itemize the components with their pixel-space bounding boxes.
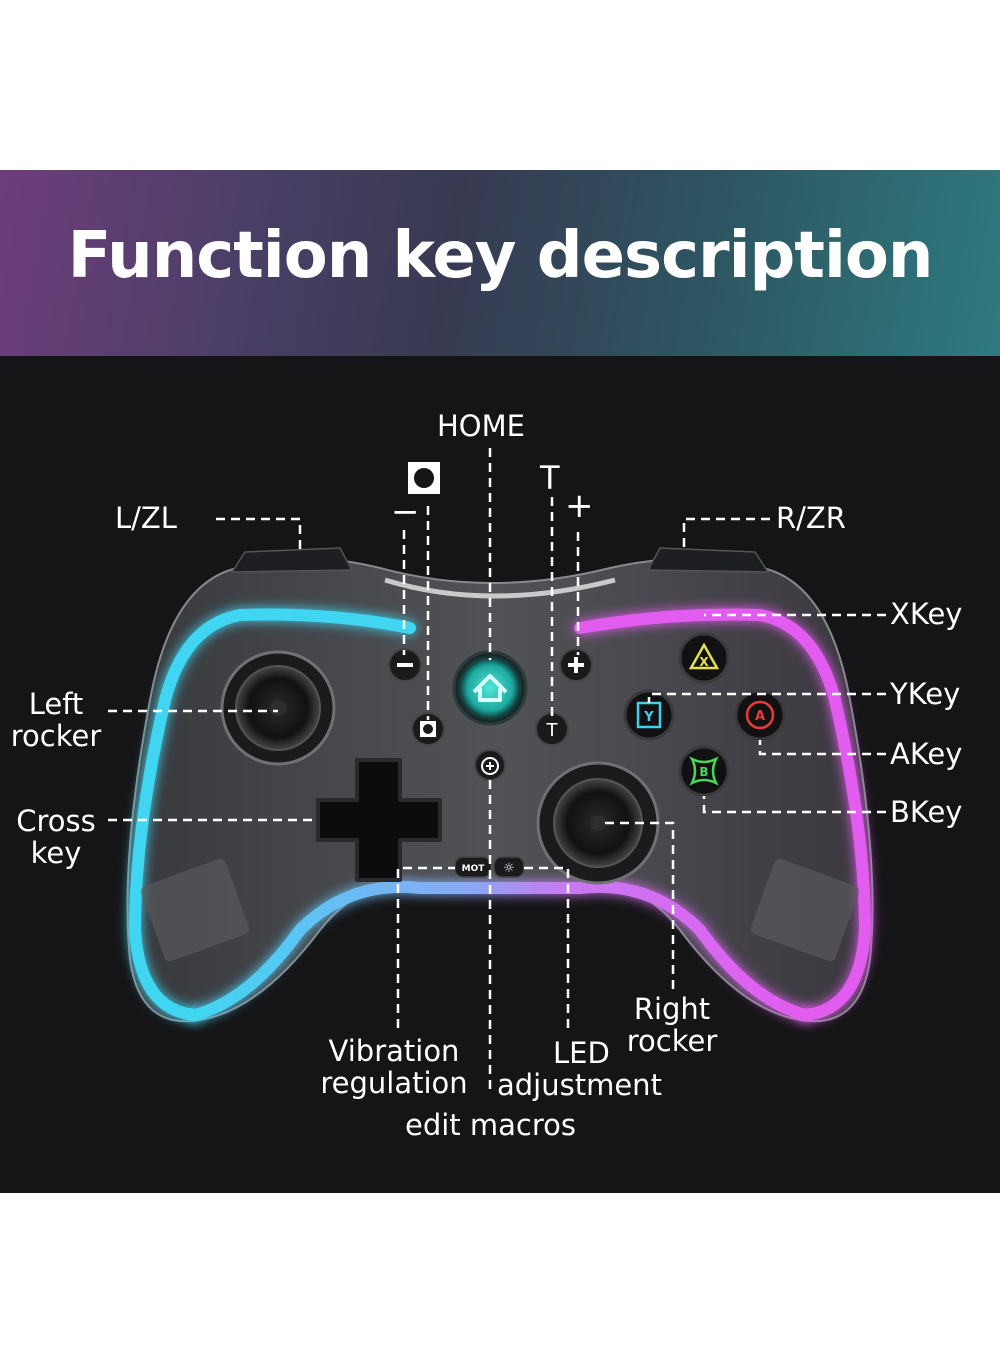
led-button[interactable]: ☼ [493, 856, 525, 878]
label-r-zr: R/ZR [776, 501, 846, 535]
home-icon [472, 674, 508, 702]
turbo-button[interactable]: T [535, 712, 569, 746]
home-button[interactable] [452, 650, 528, 726]
label-right-rocker: Right rocker [626, 992, 718, 1058]
label-y-key: YKey [890, 677, 961, 711]
label-plus: + [565, 486, 594, 526]
left-stick[interactable] [220, 650, 336, 766]
label-vibration-regulation: Vibration regulation [320, 1034, 468, 1100]
plus-button[interactable] [559, 648, 593, 682]
d-pad[interactable] [316, 758, 442, 882]
svg-text:X: X [699, 655, 709, 669]
label-capture [408, 462, 440, 500]
label-b-key: BKey [890, 795, 963, 829]
controller-body [126, 547, 874, 1023]
a-button[interactable]: A [734, 689, 786, 741]
right-stick[interactable] [536, 761, 660, 885]
r-bumper [646, 547, 770, 573]
label-led: LED [553, 1036, 610, 1070]
title-banner: Function key description [0, 170, 1000, 356]
capture-button[interactable] [411, 712, 445, 746]
x-button[interactable]: X [678, 632, 730, 684]
label-minus: − [391, 492, 420, 532]
label-turbo: T [540, 459, 560, 497]
svg-text:A: A [755, 709, 765, 724]
mot-button[interactable]: MOT [454, 856, 492, 878]
b-button[interactable]: B [678, 745, 730, 797]
capture-icon [408, 462, 440, 494]
svg-text:T: T [546, 720, 559, 741]
label-x-key: XKey [890, 597, 963, 631]
label-cross-key: Cross key [16, 804, 96, 870]
macro-button[interactable] [474, 749, 506, 781]
page-title: Function key description [67, 219, 934, 293]
label-a-key: AKey [890, 737, 963, 771]
leader-lines [108, 448, 886, 1095]
label-home: HOME [437, 409, 525, 443]
minus-button[interactable] [388, 648, 422, 682]
label-left-rocker: Left rocker [10, 687, 102, 753]
svg-text:Y: Y [643, 710, 654, 725]
l-bumper [230, 547, 354, 573]
svg-text:☼: ☼ [503, 861, 515, 876]
svg-text:MOT: MOT [462, 864, 486, 874]
label-l-zl: L/ZL [115, 501, 177, 535]
label-led-adjustment: adjustment [497, 1068, 662, 1102]
y-button[interactable]: Y [623, 689, 675, 741]
svg-text:B: B [699, 765, 708, 779]
label-edit-macros: edit macros [405, 1108, 576, 1142]
